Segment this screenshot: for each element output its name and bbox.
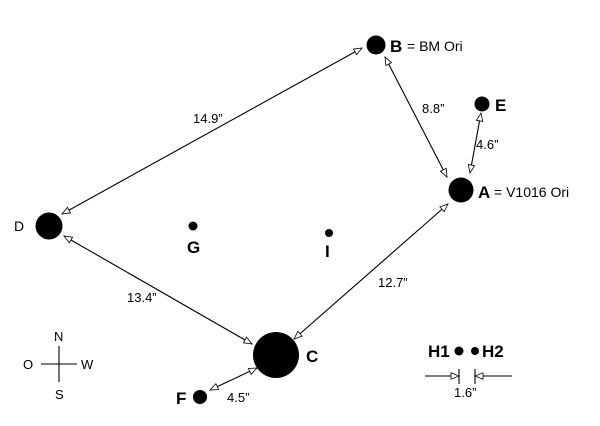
compass-rose: N S O W <box>23 329 94 402</box>
star-a <box>448 177 474 203</box>
label-c: C <box>306 347 318 366</box>
star-e <box>474 96 490 112</box>
star-c <box>253 332 299 378</box>
label-a-name: = V1016 Ori <box>494 184 569 200</box>
label-a: A <box>478 183 490 202</box>
compass-south: S <box>55 387 64 402</box>
label-b-name: = BM Ori <box>407 38 463 54</box>
label-d: D <box>14 218 24 234</box>
separation-h1-h2: 1.6” <box>454 385 476 400</box>
separation-d-b: 14.9” <box>193 111 223 126</box>
compass-east: O <box>23 357 33 372</box>
separation-c-f: 4.5” <box>227 390 249 405</box>
star-b <box>366 35 386 55</box>
star-i <box>325 229 333 237</box>
star-d <box>35 212 63 240</box>
label-f: F <box>176 389 186 408</box>
arrow-b-a <box>385 57 447 177</box>
star-g <box>188 221 198 231</box>
label-i: I <box>325 242 330 261</box>
arrow-d-b <box>62 48 362 214</box>
compass-north: N <box>54 329 63 344</box>
label-b: B <box>390 37 402 56</box>
separation-a-c: 12.7” <box>378 275 408 290</box>
h1-h2-separation-marker <box>425 369 512 384</box>
arrow-c-f <box>210 367 257 391</box>
separation-b-a: 8.8” <box>422 101 444 116</box>
star-f <box>193 390 207 404</box>
arrow-a-e <box>470 113 481 173</box>
arrow-a-c <box>294 204 448 339</box>
arrow-d-c <box>64 236 252 344</box>
label-g: G <box>187 238 200 257</box>
separation-a-e: 4.6” <box>476 137 498 152</box>
star-h2 <box>471 347 479 355</box>
label-h2: H2 <box>482 342 504 361</box>
star-h1 <box>454 346 464 356</box>
compass-west: W <box>81 357 94 372</box>
label-h1: H1 <box>428 342 450 361</box>
separation-d-c: 13.4” <box>127 290 157 305</box>
label-e: E <box>495 96 506 115</box>
